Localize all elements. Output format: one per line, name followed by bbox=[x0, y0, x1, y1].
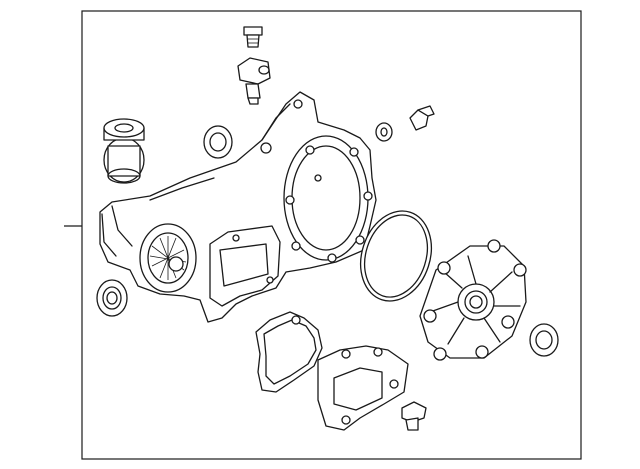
bushing-part bbox=[103, 118, 145, 184]
rear-cover-part bbox=[419, 239, 527, 361]
seal-right-part bbox=[529, 323, 559, 357]
diagram-frame bbox=[81, 10, 582, 460]
o-ring-part bbox=[360, 210, 432, 302]
housing-part bbox=[99, 91, 377, 323]
sensor-part bbox=[237, 57, 271, 105]
seal-left-part bbox=[96, 279, 128, 317]
bolt-top-part bbox=[243, 26, 263, 48]
seal-upper-part bbox=[203, 125, 233, 159]
bracket-part bbox=[317, 345, 409, 431]
breather-plug-part bbox=[409, 105, 435, 131]
drain-bolt-part bbox=[401, 401, 427, 431]
washer-part bbox=[375, 122, 393, 142]
gasket-part bbox=[255, 311, 323, 393]
